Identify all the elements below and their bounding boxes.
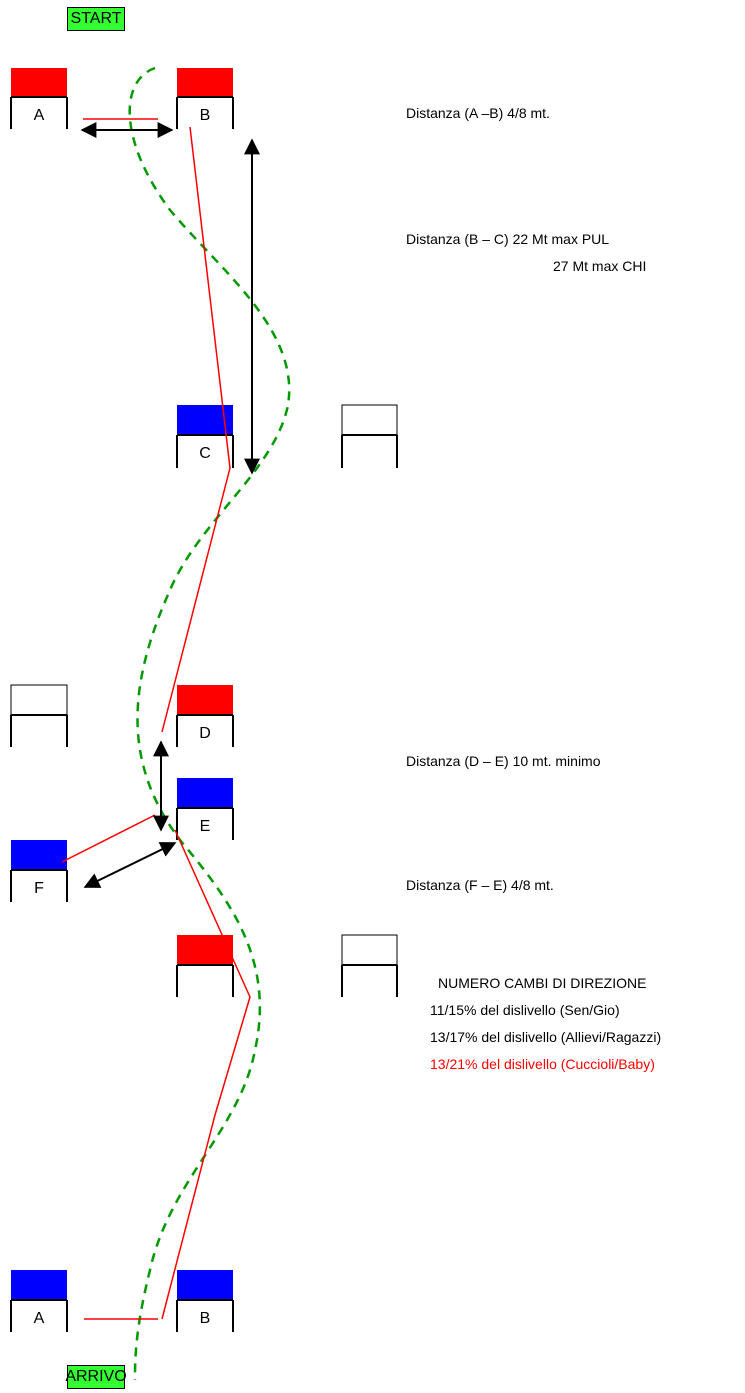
open-gate — [341, 404, 398, 468]
note-distance-de: Distanza (D – E) 10 mt. minimo — [406, 753, 601, 769]
gate-b-bottom: B — [176, 1270, 234, 1332]
note-distance-fe: Distanza (F – E) 4/8 mt. — [406, 877, 554, 893]
note-changes-cuccioli: 13/21% del dislivello (Cuccioli/Baby) — [430, 1056, 655, 1072]
gate-e: E — [176, 778, 234, 840]
finish-sign: ARRIVO — [65, 1365, 127, 1389]
open-gate — [10, 684, 68, 747]
distance-arrows — [80, 122, 260, 888]
gate-label: C — [199, 445, 211, 462]
fall-line — [128, 66, 291, 1381]
note-distance-ab: Distanza (A –B) 4/8 mt. — [406, 105, 550, 121]
note-changes-allievi: 13/17% del dislivello (Allievi/Ragazzi) — [430, 1029, 662, 1045]
gate-a-bottom: A — [10, 1270, 68, 1332]
gate-label: D — [199, 725, 211, 742]
gate-f: F — [10, 840, 68, 902]
gate-c: C — [176, 405, 234, 468]
note-distance-bc-chi: 27 Mt max CHI — [553, 258, 647, 274]
note-distance-bc: Distanza (B – C) 22 Mt max PUL — [406, 231, 610, 247]
racing-line — [61, 118, 251, 1320]
gate-label: F — [34, 880, 44, 897]
open-gate — [341, 934, 398, 997]
gate-label: E — [200, 818, 211, 835]
gate-label: A — [34, 1310, 45, 1327]
arrow-fe — [83, 842, 177, 888]
gate-label: A — [34, 107, 45, 124]
note-changes-sen-gio: 11/15% del dislivello (Sen/Gio) — [430, 1002, 620, 1018]
gate-label: B — [200, 1310, 211, 1327]
start-sign: START — [67, 7, 125, 31]
gate-a-top: A — [10, 68, 68, 129]
gate-label: B — [200, 107, 211, 124]
gate-red-unlabeled — [176, 935, 234, 997]
note-changes-title: NUMERO CAMBI DI DIREZIONE — [438, 975, 647, 991]
gate-d: D — [176, 685, 234, 747]
gate-b-top: B — [176, 68, 234, 129]
